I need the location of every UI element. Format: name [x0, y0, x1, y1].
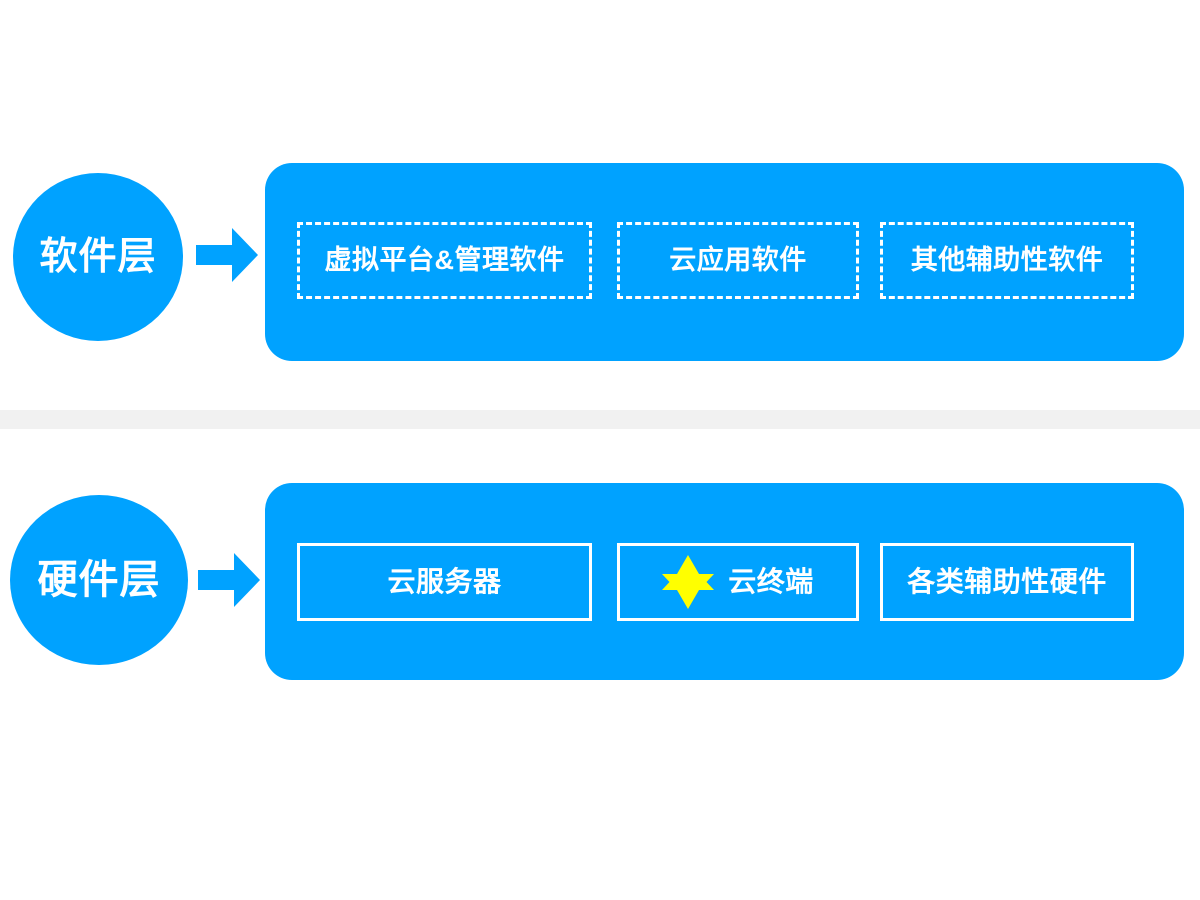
layer-badge-label: 软件层	[39, 236, 157, 278]
panel-item-cloud-application[interactable]: 云应用软件	[617, 222, 859, 299]
panel-item-label: 其他辅助性软件	[910, 245, 1104, 275]
panel-item-other-auxiliary-software[interactable]: 其他辅助性软件	[880, 222, 1134, 299]
panel-item-label: 云服务器	[387, 566, 502, 597]
panel-item-label: 各类辅助性硬件	[907, 566, 1107, 597]
layer-panel-software: 虚拟平台&管理软件 云应用软件 其他辅助性软件	[265, 163, 1184, 361]
layer-badge-label: 硬件层	[37, 558, 161, 602]
panel-item-cloud-terminal[interactable]: 云终端	[617, 543, 859, 621]
layer-badge-hardware[interactable]: 硬件层	[10, 495, 188, 665]
layer-panel-hardware: 云服务器 云终端 各类辅助性硬件	[265, 483, 1184, 680]
panel-item-label: 云应用软件	[669, 245, 807, 275]
layer-badge-software[interactable]: 软件层	[13, 173, 183, 341]
right-arrow-icon	[198, 553, 260, 607]
section-divider	[0, 410, 1200, 429]
panel-item-auxiliary-hardware[interactable]: 各类辅助性硬件	[880, 543, 1134, 621]
panel-item-label: 云终端	[728, 566, 814, 597]
layer-group-software: 软件层 虚拟平台&管理软件 云应用软件 其他辅助性软件	[0, 0, 1200, 410]
star-icon	[662, 555, 715, 609]
panel-item-virtual-platform[interactable]: 虚拟平台&管理软件	[297, 222, 592, 299]
right-arrow-icon	[196, 228, 258, 282]
layer-group-hardware: 硬件层 云服务器 云终端 各类辅助性硬件	[0, 429, 1200, 829]
panel-item-cloud-server[interactable]: 云服务器	[297, 543, 592, 621]
panel-item-label: 虚拟平台&管理软件	[324, 245, 565, 275]
